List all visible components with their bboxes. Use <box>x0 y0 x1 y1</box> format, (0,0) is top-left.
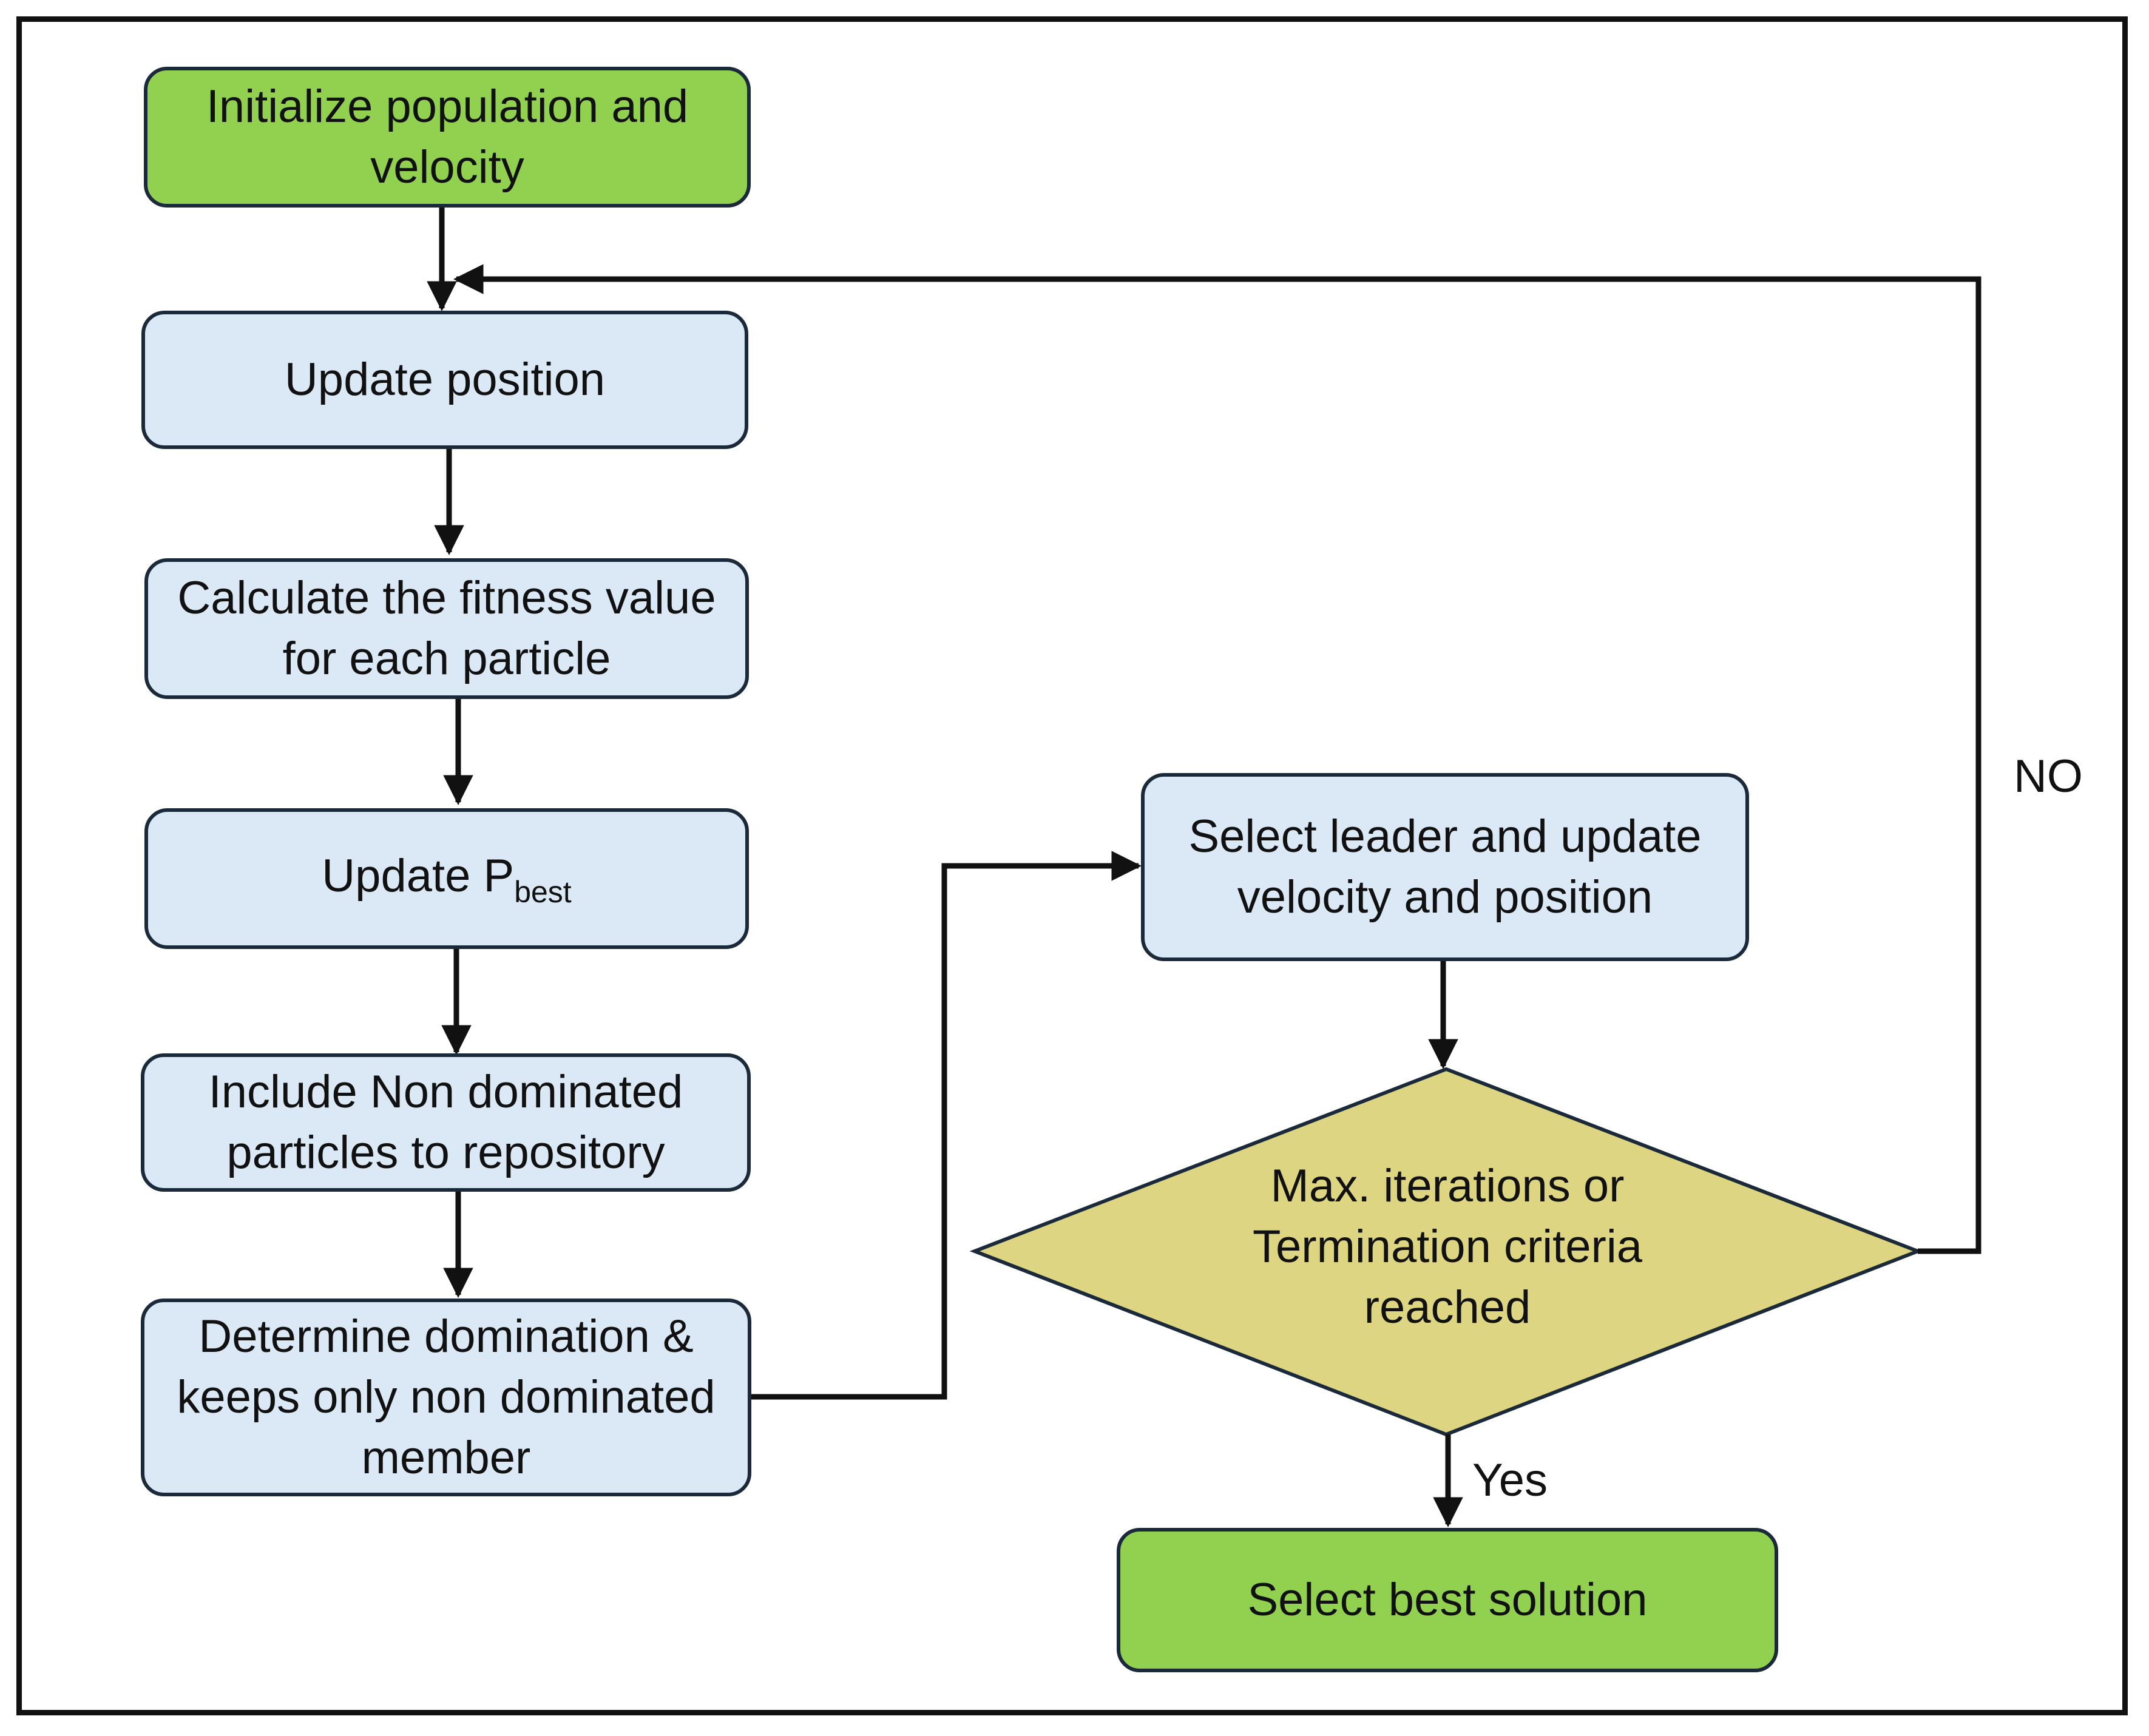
best-solution-label: Select best solution <box>1247 1573 1648 1626</box>
yes-label: Yes <box>1472 1454 1548 1506</box>
fitness-node: Calculate the fitness value for each par… <box>144 558 749 699</box>
pbest-main-text: Update P <box>322 849 515 902</box>
include-repository-node: Include Non dominated particles to repos… <box>141 1053 751 1192</box>
initialize-label: Initialize population and velocity <box>206 80 689 193</box>
select-leader-node: Select leader and update velocity and po… <box>1141 773 1749 961</box>
include-repository-label: Include Non dominated particles to repos… <box>208 1066 683 1178</box>
update-position-node: Update position <box>141 311 748 449</box>
decision-label: Max. iterations or Termination criteria … <box>1253 1160 1642 1334</box>
pbest-subscript: best <box>514 874 572 909</box>
arrow-determine-to-select-leader <box>751 851 1142 1400</box>
determine-domination-label: Determine domination & keeps only non do… <box>177 1310 716 1484</box>
decision-label-box: Max. iterations or Termination criteria … <box>1165 1141 1730 1353</box>
fitness-label: Calculate the fitness value for each par… <box>177 572 716 684</box>
arrow-no-loop-back <box>453 264 1981 1254</box>
best-solution-node: Select best solution <box>1117 1528 1778 1672</box>
initialize-node: Initialize population and velocity <box>144 67 751 208</box>
no-label: NO <box>2014 751 2083 802</box>
select-leader-label: Select leader and update velocity and po… <box>1188 810 1702 923</box>
update-position-label: Update position <box>284 353 606 405</box>
determine-domination-node: Determine domination & keeps only non do… <box>141 1299 751 1496</box>
update-pbest-node: Update Pbest <box>144 808 749 949</box>
update-pbest-label: Update Pbest <box>322 846 571 912</box>
